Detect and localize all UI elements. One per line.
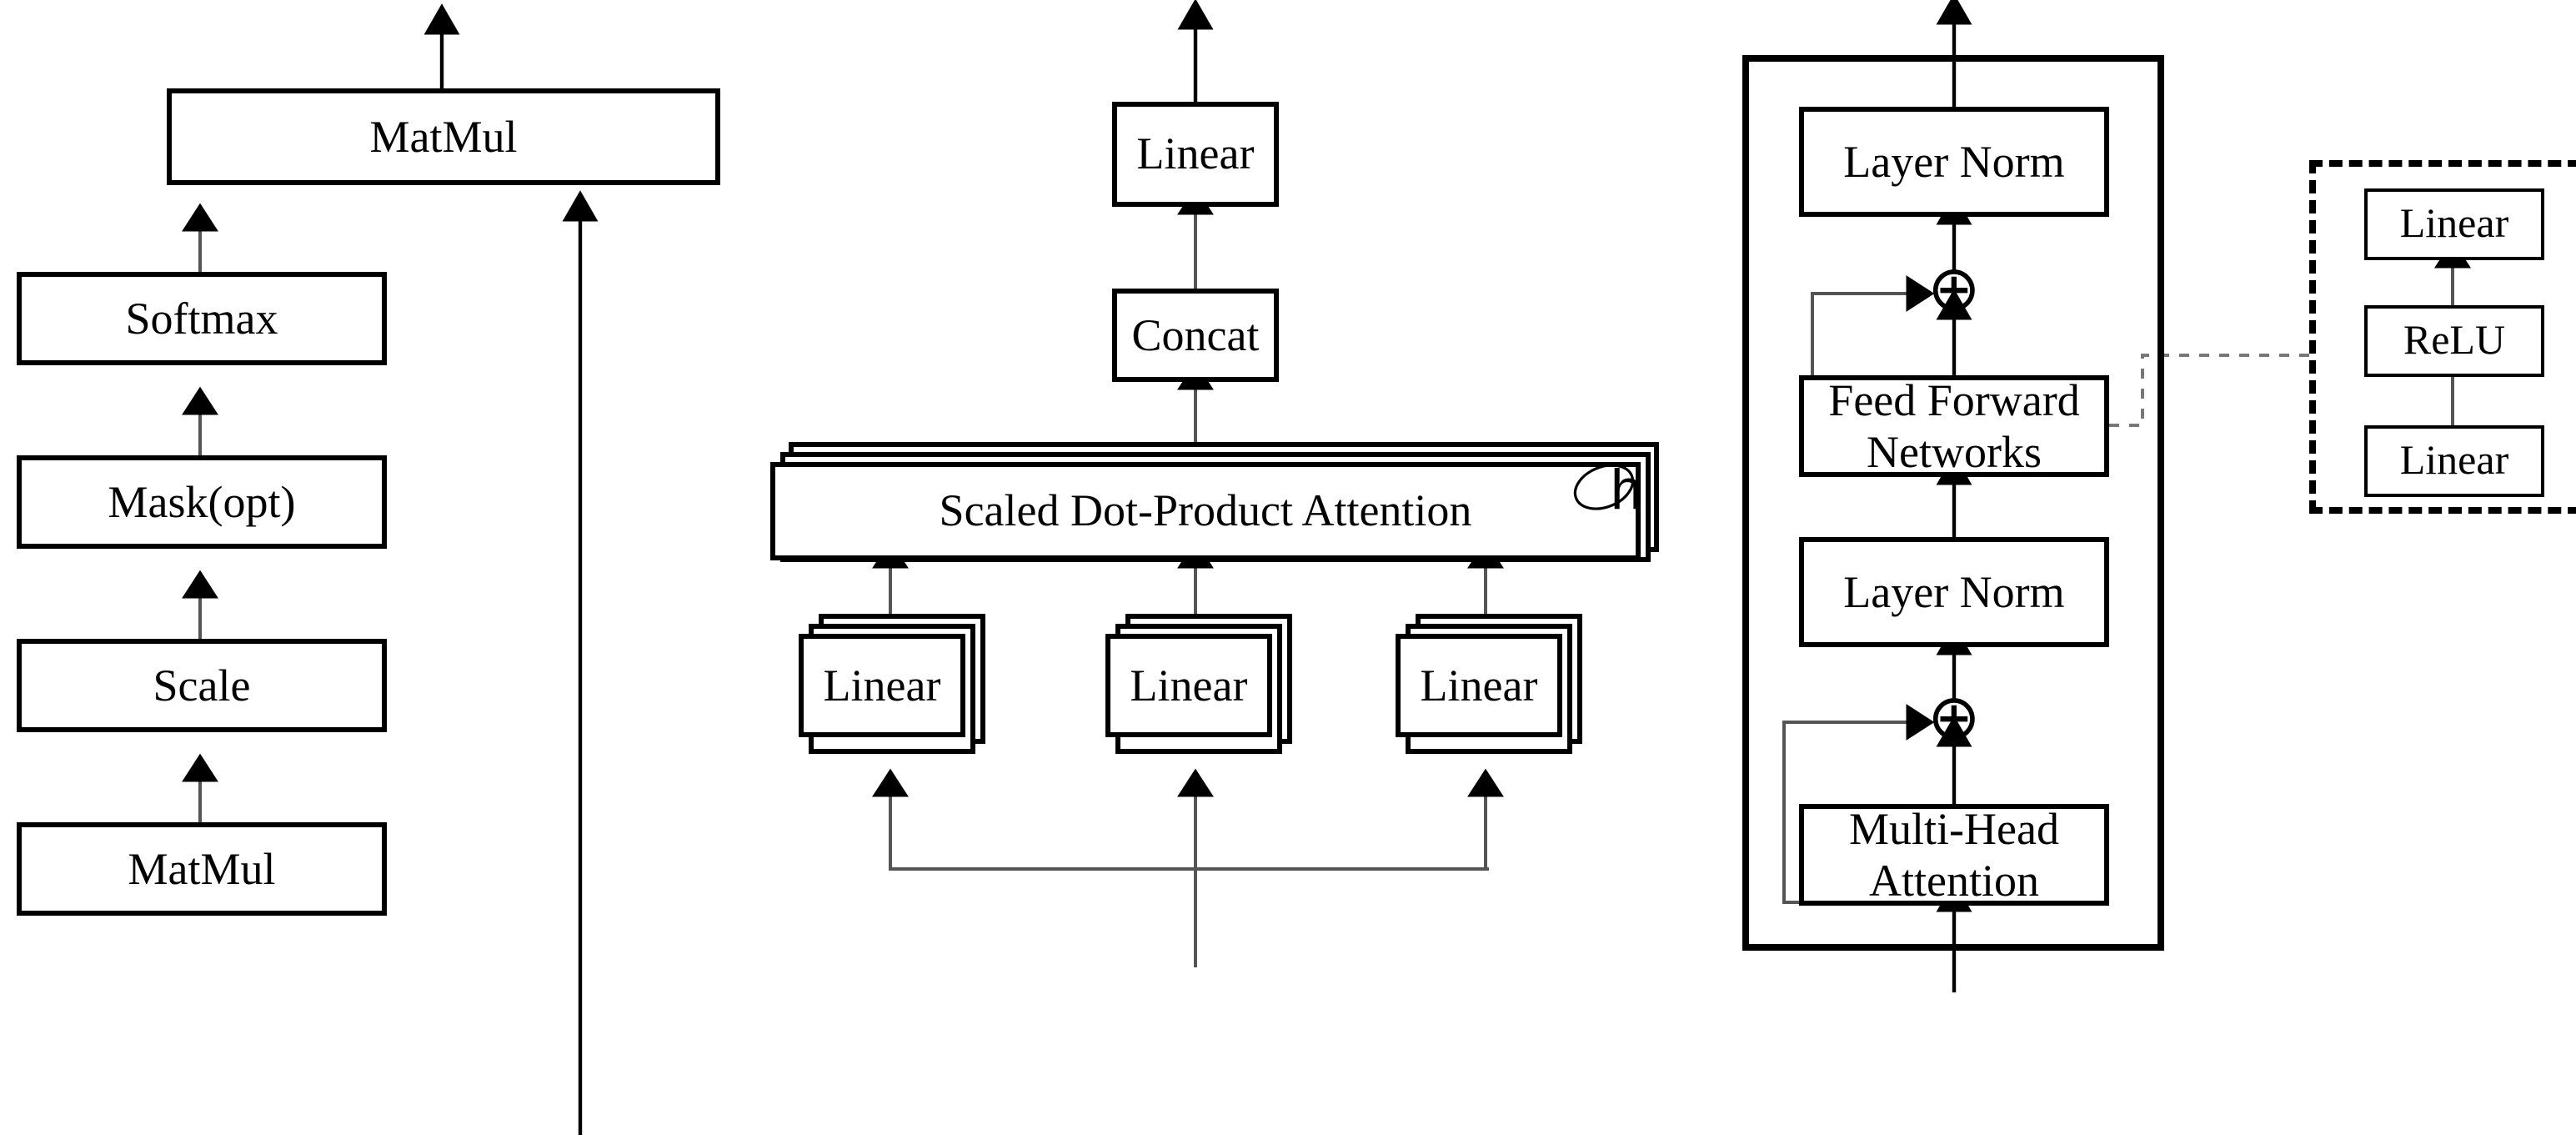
block-mask[interactable]: Mask(opt): [17, 455, 387, 549]
block-softmax[interactable]: Softmax: [17, 272, 387, 365]
block-feed-forward-networks[interactable]: Feed Forward Networks: [1799, 375, 2109, 477]
block-label-line1: Feed Forward: [1828, 375, 2080, 426]
residual-add-icon-bottom: ⊕: [1927, 684, 1981, 754]
block-label: MatMul: [369, 111, 518, 162]
block-label: Scale: [153, 660, 251, 711]
block-label: ReLU: [2403, 318, 2506, 363]
block-matmul-bottom[interactable]: MatMul: [17, 822, 387, 916]
block-ffn-linear-top[interactable]: Linear: [2364, 188, 2544, 260]
ffn-detail-panel: [2309, 160, 2576, 514]
block-label: Linear: [1130, 660, 1248, 711]
block-label: Linear: [1136, 128, 1255, 179]
block-label: Mask(opt): [108, 476, 296, 527]
block-label: Linear: [823, 660, 941, 711]
block-concat[interactable]: Concat: [1112, 289, 1279, 382]
block-label: Concat: [1131, 309, 1260, 360]
block-scale[interactable]: Scale: [17, 639, 387, 732]
head-count-label: h: [1611, 459, 1642, 522]
block-matmul-top[interactable]: MatMul: [167, 88, 720, 185]
block-label: Softmax: [125, 293, 278, 344]
block-label: Linear: [1420, 660, 1538, 711]
block-label: Linear: [2399, 438, 2509, 483]
block-linear-q[interactable]: Linear: [799, 634, 965, 737]
block-label-line2: Networks: [1867, 426, 2042, 476]
block-label: Linear: [2399, 201, 2509, 246]
block-label: Scaled Dot-Product Attention: [939, 485, 1472, 536]
block-label: MatMul: [128, 843, 276, 894]
block-scaled-dot-product-attention[interactable]: Scaled Dot-Product Attention: [770, 462, 1641, 560]
block-label-line2: Attention: [1869, 855, 2039, 905]
block-layer-norm-top[interactable]: Layer Norm: [1799, 107, 2109, 217]
block-layer-norm-bottom[interactable]: Layer Norm: [1799, 537, 2109, 647]
block-ffn-linear-bottom[interactable]: Linear: [2364, 425, 2544, 497]
block-label: Layer Norm: [1843, 566, 2065, 617]
block-label: Layer Norm: [1843, 136, 2065, 187]
transformer-block-outline: [1742, 55, 2164, 951]
block-label-line1: Multi-Head: [1849, 804, 2059, 855]
residual-add-icon-top: ⊕: [1927, 255, 1981, 325]
block-linear-k[interactable]: Linear: [1105, 634, 1272, 737]
block-ffn-relu[interactable]: ReLU: [2364, 305, 2544, 377]
block-linear-out[interactable]: Linear: [1112, 102, 1279, 207]
block-multi-head-attention[interactable]: Multi-Head Attention: [1799, 804, 2109, 906]
block-linear-v[interactable]: Linear: [1396, 634, 1562, 737]
